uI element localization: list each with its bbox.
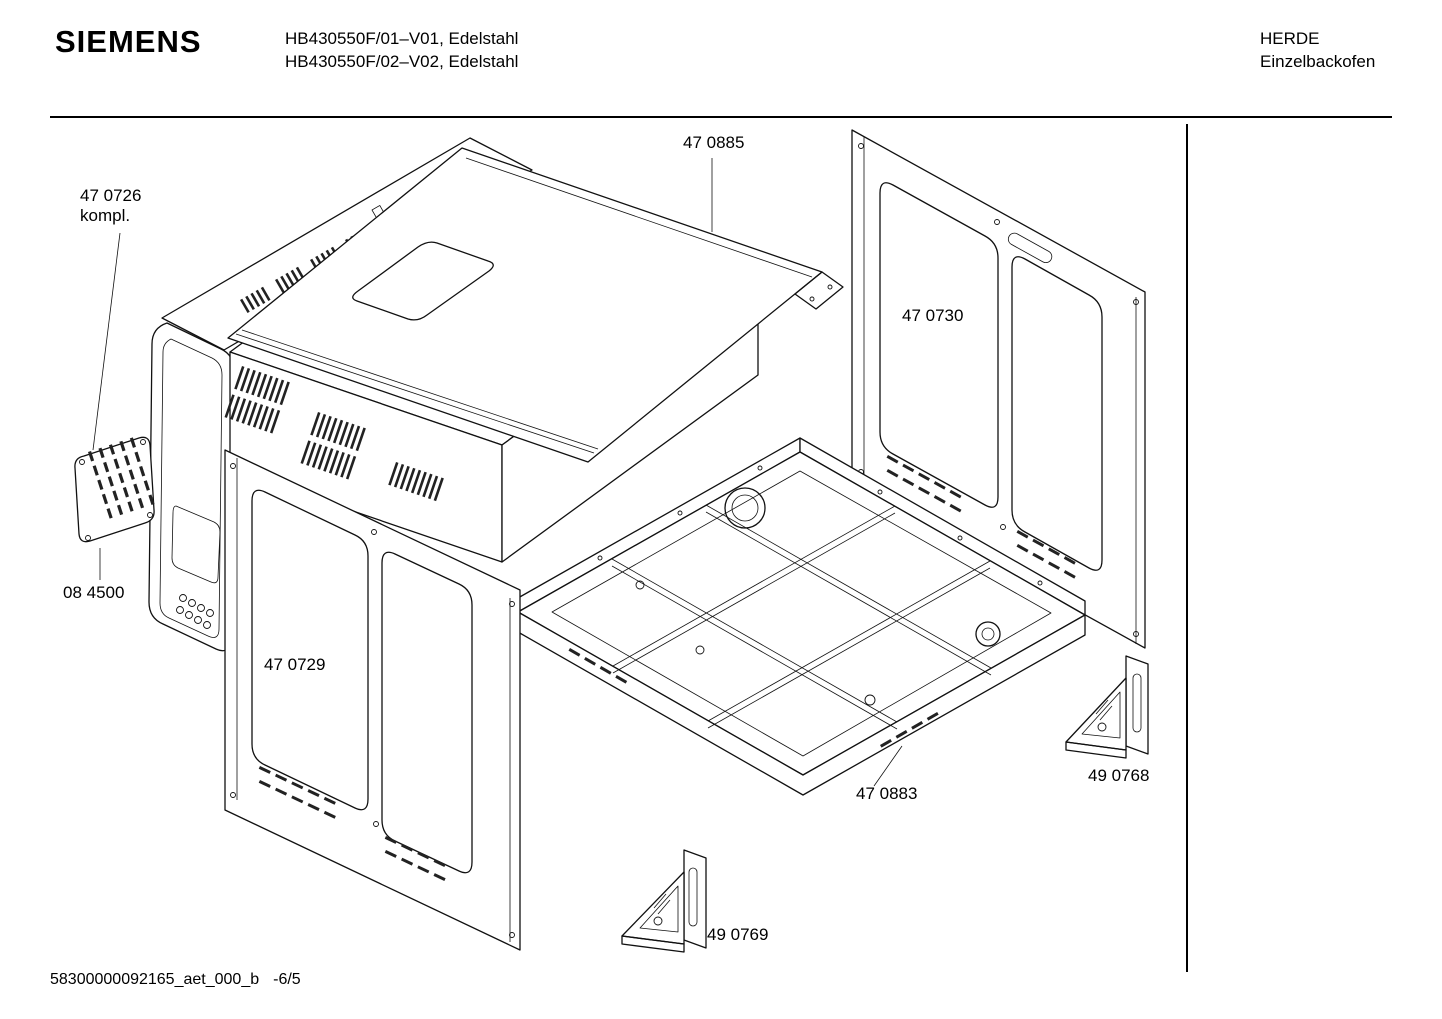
part-label-bracket-right: 49 0768	[1088, 766, 1150, 785]
category-line-2: Einzelbackofen	[1260, 52, 1376, 71]
doc-id: 58300000092165_aet_000_b	[50, 971, 260, 988]
part-vent-plate	[74, 436, 155, 543]
part-bracket-right	[1065, 655, 1149, 759]
body-top-opening	[352, 241, 494, 321]
part-label-frame-id: 47 0726	[80, 186, 142, 205]
part-bracket-front	[621, 849, 707, 953]
model-line-2: HB430550F/02–V02, Edelstahl	[285, 52, 519, 71]
part-label-base-frame: 47 0883	[856, 784, 918, 803]
right-divider	[1186, 124, 1188, 972]
brand-logo: SIEMENS	[55, 24, 202, 59]
part-left-side-panel	[224, 449, 521, 951]
part-label-left-panel: 47 0729	[264, 655, 326, 674]
part-label-vent-plate: 08 4500	[63, 583, 125, 602]
category-info: HERDE Einzelbackofen	[1260, 27, 1375, 73]
header-rule	[50, 116, 1392, 118]
part-label-frame-complete: 47 0726 kompl.	[80, 186, 141, 226]
part-label-top-cover: 47 0885	[683, 133, 745, 152]
hinge-hole-cluster	[176, 594, 214, 629]
leader-lines	[92, 158, 903, 787]
model-info: HB430550F/01–V01, Edelstahl HB430550F/02…	[285, 27, 518, 73]
part-label-right-panel: 47 0730	[902, 306, 964, 325]
footer-doc-number: 58300000092165_aet_000_b -6/5	[50, 971, 301, 989]
part-label-frame-suffix: kompl.	[80, 206, 131, 225]
category-line-1: HERDE	[1260, 29, 1320, 48]
part-base-frame	[517, 437, 1086, 796]
part-top-cover	[227, 147, 844, 463]
model-line-1: HB430550F/01–V01, Edelstahl	[285, 29, 519, 48]
part-label-bracket-front: 49 0769	[707, 925, 769, 944]
sheet-number: -6/5	[273, 971, 301, 988]
